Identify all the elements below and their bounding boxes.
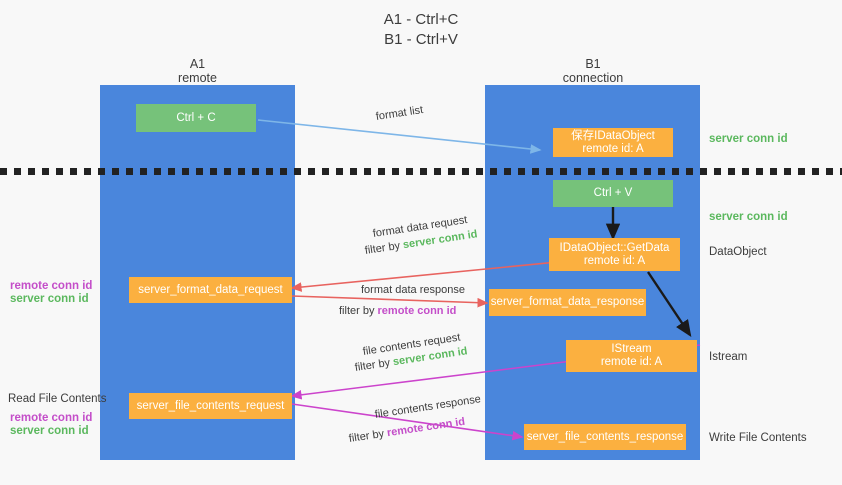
filter-prefix-1: filter by (364, 239, 404, 257)
box-server-format-data-response[interactable]: server_format_data_response (489, 289, 646, 316)
left-label-remote-conn-id-2: remote conn id (10, 412, 93, 424)
box-server-format-data-response-label: server_format_data_response (490, 296, 645, 308)
lane-a1-sub: remote (178, 71, 217, 85)
phase-divider-dashed-line (0, 168, 842, 175)
title-line-1: A1 - Ctrl+C (383, 11, 459, 28)
box-idataobject-getdata-line2: remote id: A (583, 254, 646, 267)
filter-id-remote-conn-1: remote conn id (377, 305, 457, 317)
box-istream-line2: remote id: A (600, 356, 663, 368)
edge-label-file-contents-response: file contents response (374, 393, 482, 421)
lane-header-a1: A1 remote (130, 57, 265, 85)
right-label-istream: Istream (709, 351, 748, 363)
lane-header-b1: B1 connection (528, 57, 658, 85)
left-label-read-file-contents: Read File Contents (8, 393, 107, 405)
page-title: A1 - Ctrl+C B1 - Ctrl+V (0, 10, 842, 50)
box-server-file-contents-request[interactable]: server_file_contents_request (129, 393, 292, 419)
lane-a1-name: A1 (189, 57, 206, 71)
title-line-2: B1 - Ctrl+V (384, 31, 458, 48)
filter-prefix-4: filter by (348, 427, 388, 445)
lane-b1-sub: connection (562, 71, 624, 85)
filter-prefix-3: filter by (354, 356, 394, 374)
box-ctrl-c[interactable]: Ctrl + C (136, 104, 256, 132)
box-ctrl-c-label: Ctrl + C (176, 111, 216, 124)
box-server-file-contents-response[interactable]: server_file_contents_response (524, 424, 686, 450)
box-istream[interactable]: IStream remote id: A (566, 340, 697, 372)
left-label-remote-conn-id-1: remote conn id (10, 280, 93, 292)
left-label-server-conn-id-1: server conn id (10, 293, 89, 305)
edge-label-format-list: format list (375, 104, 424, 123)
box-server-file-contents-response-label: server_file_contents_response (526, 430, 684, 443)
box-server-format-data-request-label: server_format_data_request (138, 283, 283, 296)
right-label-server-conn-id-top: server conn id (709, 133, 788, 145)
filter-prefix-2: filter by (339, 305, 378, 317)
box-save-idataobject-line2: remote id: A (582, 142, 644, 155)
filter-id-remote-conn-2: remote conn id (386, 415, 466, 440)
box-ctrl-v[interactable]: Ctrl + V (553, 180, 673, 207)
right-label-server-conn-id-mid: server conn id (709, 211, 788, 223)
lane-b1-name: B1 (585, 57, 601, 71)
box-save-idataobject[interactable]: 保存IDataObject remote id: A (553, 128, 673, 157)
right-label-write-file-contents: Write File Contents (709, 432, 807, 444)
edge-label-file-contents-response-filter: filter by remote conn id (348, 416, 466, 446)
box-idataobject-getdata-line1: IDataObject::GetData (559, 241, 670, 254)
box-server-file-contents-request-label: server_file_contents_request (136, 399, 285, 412)
box-ctrl-v-label: Ctrl + V (593, 187, 633, 199)
edge-label-format-data-response: format data response (361, 284, 465, 296)
arrow-format-data-response (291, 295, 489, 308)
box-istream-line1: IStream (611, 343, 652, 355)
box-save-idataobject-line1: 保存IDataObject (571, 129, 655, 142)
box-server-format-data-request[interactable]: server_format_data_request (129, 277, 292, 303)
right-label-dataobject: DataObject (709, 246, 767, 258)
box-idataobject-getdata[interactable]: IDataObject::GetData remote id: A (549, 238, 680, 271)
edge-label-format-data-response-filter: filter by remote conn id (339, 305, 456, 318)
left-label-server-conn-id-2: server conn id (10, 425, 89, 437)
